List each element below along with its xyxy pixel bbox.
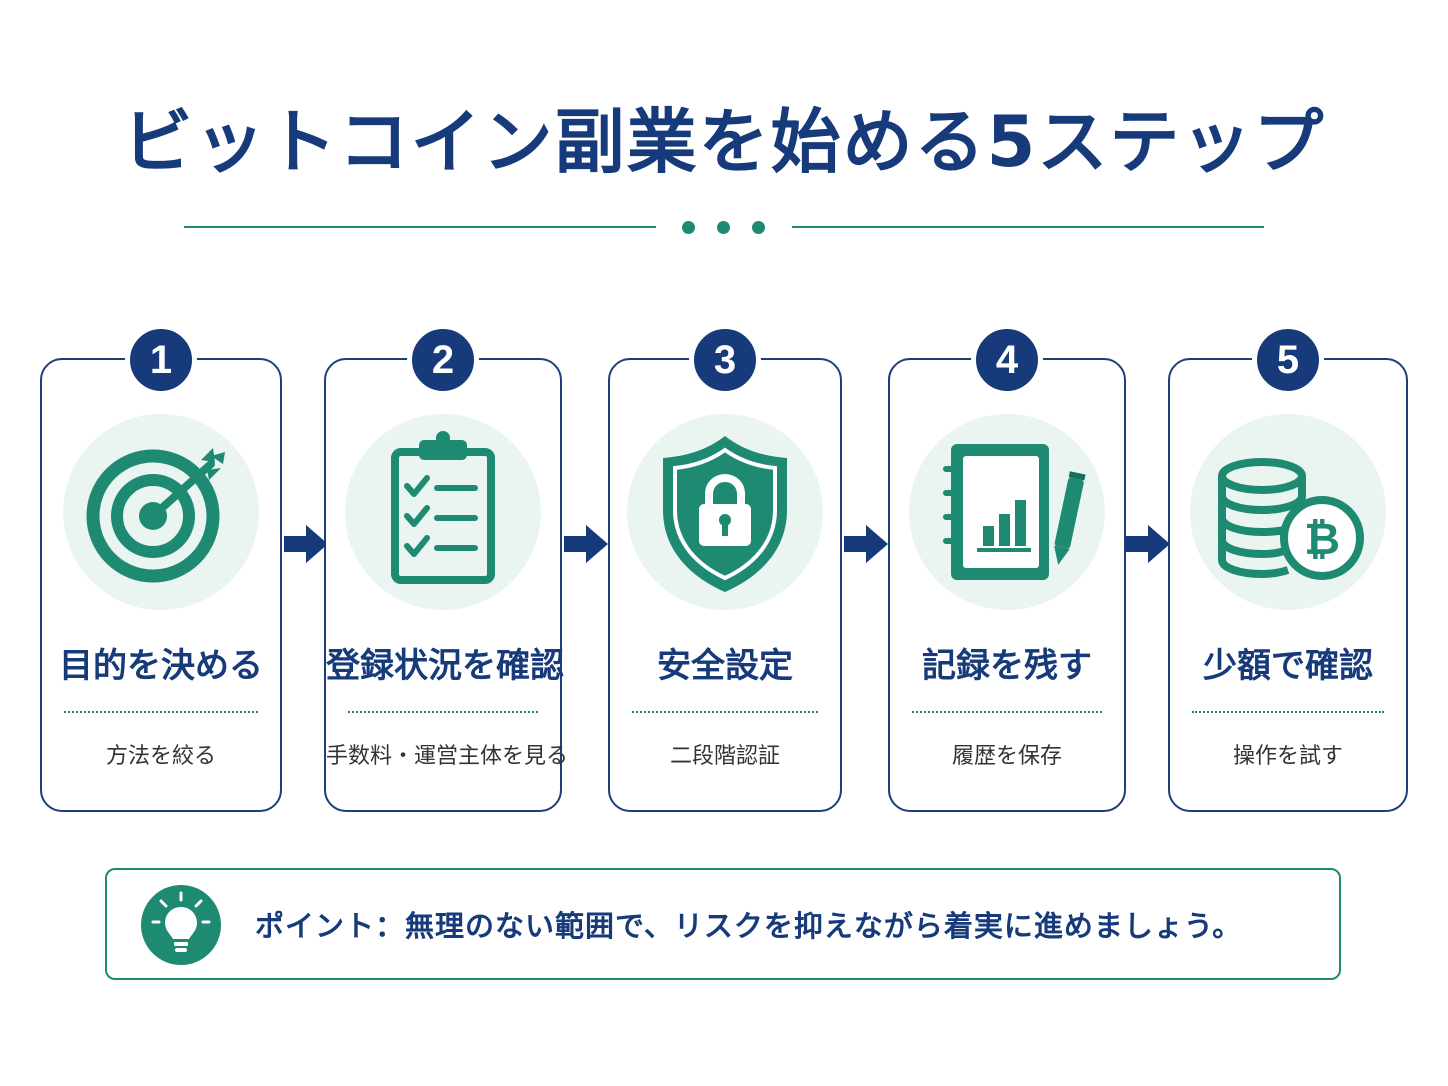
step-subtitle: 手数料・運営主体を見る bbox=[326, 744, 569, 769]
step-number-badge: 5 bbox=[1252, 324, 1324, 396]
dotted-separator bbox=[348, 711, 538, 713]
svg-text:₿: ₿ bbox=[1304, 514, 1340, 565]
step-subtitle: 操作を試す bbox=[1232, 744, 1343, 769]
step-card-2: 2 登録状況を確認 手数料・運営主体を見る bbox=[324, 324, 569, 812]
arrow-right-icon bbox=[284, 525, 328, 563]
dotted-separator bbox=[912, 711, 1102, 713]
target-icon bbox=[63, 414, 259, 610]
arrow-right-icon bbox=[564, 525, 608, 563]
step-card-4: 4 記録を残す 履歴を保存 bbox=[888, 324, 1126, 812]
tip-box: ポイント：無理のない範囲で、リスクを抑えながら着実に進めましょう。 bbox=[105, 868, 1341, 980]
clipboard-checklist-icon bbox=[345, 414, 541, 610]
step-number-badge: 3 bbox=[689, 324, 761, 396]
step-title: 安全設定 bbox=[657, 646, 793, 686]
divider-left bbox=[184, 226, 656, 228]
notebook-chart-icon bbox=[909, 414, 1105, 610]
step-title: 目的を決める bbox=[59, 646, 263, 686]
step-subtitle: 方法を絞る bbox=[105, 744, 216, 769]
arrow-right-icon bbox=[1126, 525, 1170, 563]
step-number-badge: 2 bbox=[407, 324, 479, 396]
step-subtitle: 履歴を保存 bbox=[951, 744, 1062, 769]
divider-right bbox=[792, 226, 1264, 228]
step-title: 記録を残す bbox=[922, 646, 1092, 686]
step-number-badge: 4 bbox=[971, 324, 1043, 396]
lightbulb-icon bbox=[141, 885, 221, 965]
step-number-badge: 1 bbox=[125, 324, 197, 396]
arrow-right-icon bbox=[844, 525, 888, 563]
divider-dot bbox=[717, 221, 730, 234]
divider-dot bbox=[682, 221, 695, 234]
divider-dot bbox=[752, 221, 765, 234]
dotted-separator bbox=[1192, 711, 1384, 713]
dotted-separator bbox=[64, 711, 258, 713]
tip-text: ポイント：無理のない範囲で、リスクを抑えながら着実に進めましょう。 bbox=[255, 909, 1243, 943]
coins-bitcoin-icon: ₿ bbox=[1190, 414, 1386, 610]
page-title: ビットコイン副業を始める5ステップ bbox=[122, 101, 1326, 183]
step-card-1: 1 目的を決める 方法を絞る bbox=[40, 324, 282, 812]
step-title: 登録状況を確認 bbox=[326, 646, 564, 686]
step-card-5: 5 ₿ 少額で確認 操作を試す bbox=[1168, 324, 1408, 812]
step-subtitle: 二段階認証 bbox=[669, 744, 780, 769]
step-title: 少額で確認 bbox=[1203, 646, 1373, 686]
dotted-separator bbox=[632, 711, 818, 713]
step-card-3: 3 安全設定 二段階認証 bbox=[608, 324, 842, 812]
shield-lock-icon bbox=[627, 414, 823, 610]
